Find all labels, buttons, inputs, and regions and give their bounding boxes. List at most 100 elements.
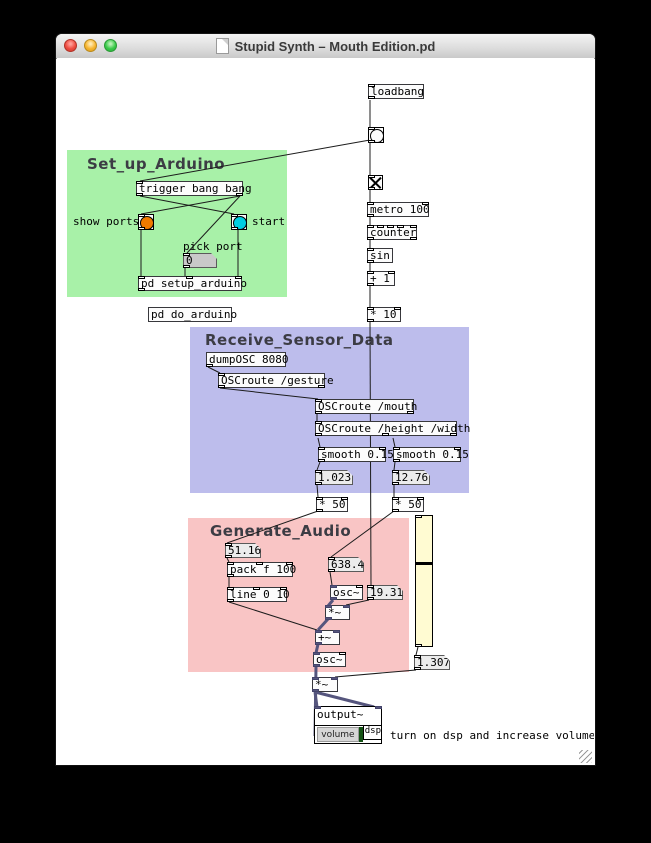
minimize-button[interactable]	[84, 39, 97, 52]
outlet-nub	[368, 187, 375, 190]
outlet-nub	[450, 433, 457, 436]
object-pack[interactable]: pack f 100	[227, 562, 296, 577]
bang-show-ports[interactable]	[138, 214, 154, 230]
object-smooth-right[interactable]: smooth 0.15	[393, 447, 469, 462]
resize-handle-icon[interactable]	[579, 750, 592, 763]
inlet-nub	[315, 470, 322, 473]
outlet-nub	[367, 283, 374, 286]
inlet-nub	[410, 225, 417, 228]
inlet-nub	[313, 652, 320, 655]
numberbox-height[interactable]: 1.023	[315, 470, 353, 485]
inlet-nub	[367, 585, 374, 588]
outlet-nub	[368, 140, 375, 143]
object-osc-2[interactable]: osc~	[313, 652, 346, 667]
inlet-nub	[316, 497, 323, 500]
outlet-nub	[231, 227, 238, 230]
object-smooth-left[interactable]: smooth 0.15	[318, 447, 394, 462]
outlet-nub	[315, 642, 322, 645]
toggle-widget[interactable]	[368, 175, 383, 190]
outlet-nub	[415, 644, 422, 647]
inlet-nub	[394, 307, 401, 310]
outlet-nub	[367, 214, 374, 217]
inlet-nub	[356, 585, 363, 588]
inlet-nub	[253, 587, 260, 590]
outlet-nub	[328, 569, 335, 572]
numberbox-width[interactable]: 12.76	[392, 470, 430, 485]
object-sin[interactable]: sin	[367, 248, 393, 263]
title-bar[interactable]: Stupid Synth – Mouth Edition.pd	[56, 34, 595, 59]
object-oscroute-mouth[interactable]: OSCroute /mouth	[315, 399, 417, 414]
object-oscroute-height-width[interactable]: OSCroute /height /width	[315, 421, 470, 436]
object-times-50-left[interactable]: * 50	[316, 497, 348, 512]
inlet-nub	[368, 84, 375, 87]
outlet-nub	[318, 459, 325, 462]
output-dsp-toggle[interactable]: dsp	[362, 726, 381, 740]
object-add-1[interactable]: +~	[315, 630, 340, 645]
inlet-nub	[415, 515, 422, 518]
vslider-knob[interactable]	[416, 562, 432, 565]
bang-circle-icon	[140, 216, 154, 230]
bang-widget[interactable]	[368, 127, 384, 143]
close-button[interactable]	[64, 39, 77, 52]
object-counter[interactable]: counter	[367, 225, 417, 240]
object-oscroute-gesture[interactable]: OSCroute /gesture	[218, 373, 334, 388]
inlet-nub	[314, 706, 321, 709]
inlet-nub	[414, 655, 421, 658]
object-mul-2[interactable]: *~	[312, 677, 338, 692]
outlet-nub	[392, 509, 399, 512]
object-pd-do-arduino[interactable]: pd do_arduino	[148, 307, 237, 322]
inlet-nub	[367, 202, 374, 205]
outlet-nub	[136, 193, 143, 196]
volume-vslider[interactable]	[415, 515, 433, 647]
output-volume-slider[interactable]: volume	[317, 727, 359, 742]
object-pd-setup-arduino[interactable]: pd setup_arduino	[138, 276, 247, 291]
region-title: Set_up_Arduino	[87, 155, 226, 173]
outlet-nub	[368, 96, 375, 99]
patch-canvas[interactable]: Set_up_Arduino Receive_Sensor_Data Gener…	[57, 58, 594, 765]
numberbox-freq[interactable]: 638.4	[328, 557, 364, 572]
object-line[interactable]: line 0 10	[227, 587, 290, 602]
object-plus-1[interactable]: + 1	[367, 271, 395, 286]
object-mul-1[interactable]: *~	[325, 605, 350, 620]
inlet-nub	[227, 562, 234, 565]
inlet-nub	[388, 271, 395, 274]
outlet-nub	[367, 597, 374, 600]
outlet-nub	[225, 555, 232, 558]
object-output[interactable]: output~ volume dsp	[314, 706, 382, 744]
inlet-nub	[339, 652, 346, 655]
outlet-nub	[367, 319, 374, 322]
inlet-nub	[315, 399, 322, 402]
numberbox-base[interactable]: 51.16	[225, 543, 261, 558]
inlet-nub	[218, 373, 225, 376]
bang-start[interactable]	[231, 214, 247, 230]
inlet-nub	[375, 706, 382, 709]
numberbox-mod[interactable]: 19.31	[367, 585, 403, 600]
object-trigger[interactable]: trigger bang bang	[136, 181, 252, 196]
inlet-nub	[367, 271, 374, 274]
numberbox-port[interactable]: 0	[183, 253, 217, 268]
object-osc-1[interactable]: osc~	[330, 585, 363, 600]
inlet-nub	[368, 127, 375, 130]
inlet-nub	[280, 587, 287, 590]
object-metro[interactable]: metro 100	[367, 202, 430, 217]
outlet-nub	[227, 599, 234, 602]
zoom-button[interactable]	[104, 39, 117, 52]
numberbox-vol[interactable]: 1.307	[414, 655, 450, 670]
inlet-nub	[235, 276, 242, 279]
comment-start: start	[252, 215, 286, 228]
inlet-nub	[325, 605, 332, 608]
outlet-nub	[315, 482, 322, 485]
outlet-nub	[367, 237, 374, 240]
object-times-50-right[interactable]: * 50	[392, 497, 424, 512]
outlet-nub	[227, 574, 234, 577]
inlet-nub	[286, 562, 293, 565]
object-dumposc[interactable]: dumpOSC 8080	[206, 352, 288, 367]
inlet-nub	[318, 447, 325, 450]
object-times-10[interactable]: * 10	[367, 307, 401, 322]
output-label: output~	[315, 707, 381, 726]
inlet-nub	[138, 214, 145, 217]
inlet-nub	[341, 497, 348, 500]
object-loadbang[interactable]: loadbang	[368, 84, 424, 99]
inlet-nub	[377, 225, 384, 228]
output-volume-knob[interactable]	[358, 727, 363, 742]
